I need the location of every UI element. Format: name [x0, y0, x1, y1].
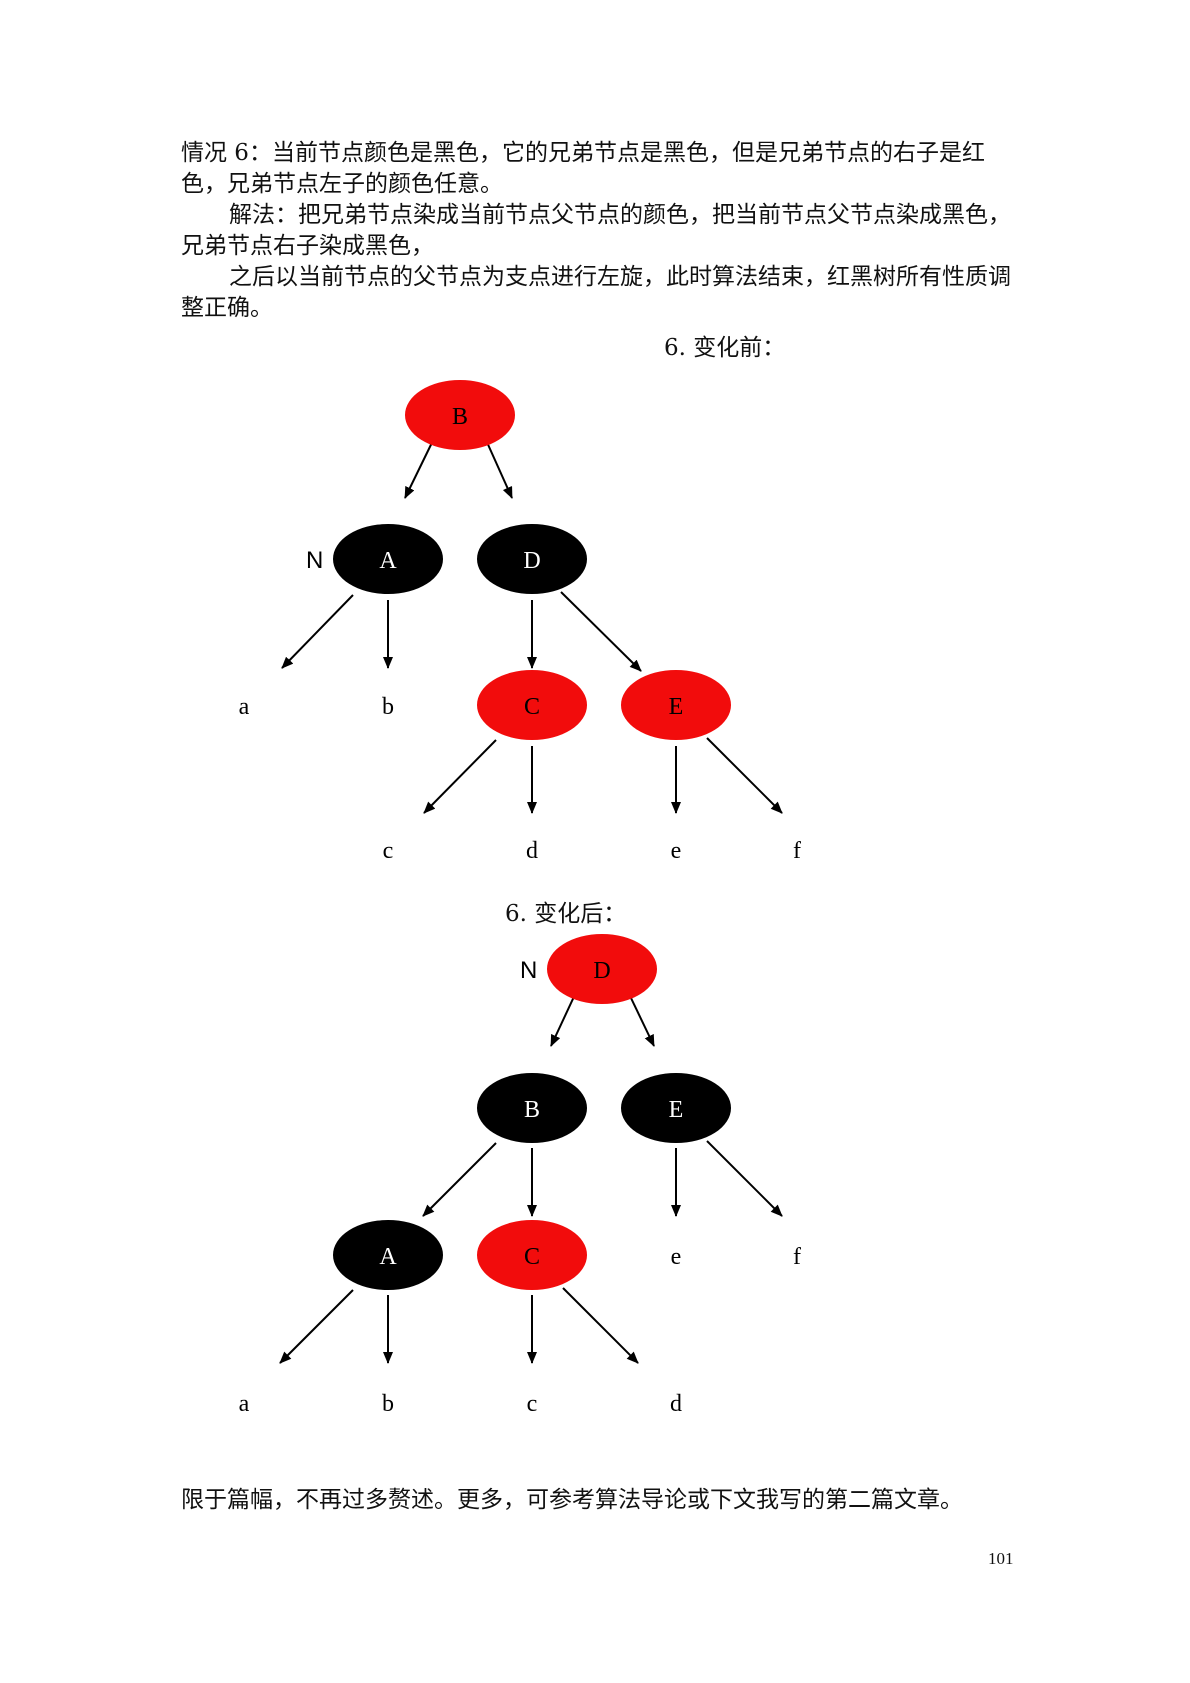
svg-text:B: B [452, 404, 468, 430]
leaf-d: d [526, 838, 538, 864]
leaf-f: f [793, 838, 801, 864]
leaf-e: e [671, 1244, 682, 1270]
node-A: A [333, 524, 443, 594]
svg-text:D: D [593, 958, 610, 984]
figure-before: B A D C E N a b c d e f [181, 368, 801, 888]
leaf-b: b [382, 694, 394, 720]
edge-C-c [423, 739, 497, 814]
svg-text:E: E [669, 1097, 684, 1123]
node-C: C [477, 1220, 587, 1290]
rotation-text: 之后以当前节点的父节点为支点进行左旋，此时算法结束，红黑树所有性质调整正确。 [181, 264, 1011, 321]
tree-after-diagram: D N B E A C e f a b c d [239, 934, 801, 1417]
leaf-b: b [382, 1391, 394, 1417]
leaf-c: c [383, 838, 394, 864]
edge-A-a [279, 1289, 354, 1364]
leaf-c: c [527, 1391, 538, 1417]
node-A: A [333, 1220, 443, 1290]
svg-text:A: A [379, 548, 397, 574]
case-description: 情况 6：当前节点颜色是黑色，它的兄弟节点是黑色，但是兄弟节点的右子是红色，兄弟… [181, 140, 985, 197]
figure-after-caption: 6. 变化后： [505, 901, 627, 927]
leaf-a: a [239, 1391, 250, 1417]
svg-text:C: C [524, 1244, 540, 1270]
node-B: B [477, 1073, 587, 1143]
svg-text:B: B [524, 1097, 540, 1123]
leaf-e: e [671, 838, 682, 864]
node-E: E [621, 1073, 731, 1143]
edge-A-a [281, 594, 354, 669]
node-C: C [477, 670, 587, 740]
closing-text: 限于篇幅，不再过多赘述。更多，可参考算法导论或下文我写的第二篇文章。 [181, 1487, 963, 1513]
solution-text: 解法：把兄弟节点染成当前节点父节点的颜色，把当前节点父节点染成黑色，兄弟节点右子… [181, 202, 1011, 259]
edge-C-d [562, 1287, 639, 1364]
figure-after: D N B E A C e f a b c d [181, 933, 801, 1453]
svg-text:C: C [524, 694, 540, 720]
tree-before-diagram: B A D C E N a b c d e f [239, 380, 801, 864]
node-B: B [405, 380, 515, 450]
svg-text:E: E [669, 694, 684, 720]
edge-E-f [706, 737, 783, 814]
node-D: D [477, 524, 587, 594]
leaf-d: d [670, 1391, 682, 1417]
current-node-marker: N [306, 547, 323, 574]
svg-text:A: A [379, 1244, 397, 1270]
edge-B-A [422, 1142, 497, 1217]
leaf-f: f [793, 1244, 801, 1270]
node-D: D [547, 934, 657, 1004]
svg-text:D: D [523, 548, 540, 574]
page-number: 101 [988, 1549, 1014, 1568]
current-node-marker: N [520, 957, 537, 984]
edge-D-E [560, 591, 642, 672]
edge-E-f [706, 1140, 783, 1217]
leaf-a: a [239, 694, 250, 720]
node-E: E [621, 670, 731, 740]
figure-before-caption: 6. 变化前： [664, 335, 786, 361]
